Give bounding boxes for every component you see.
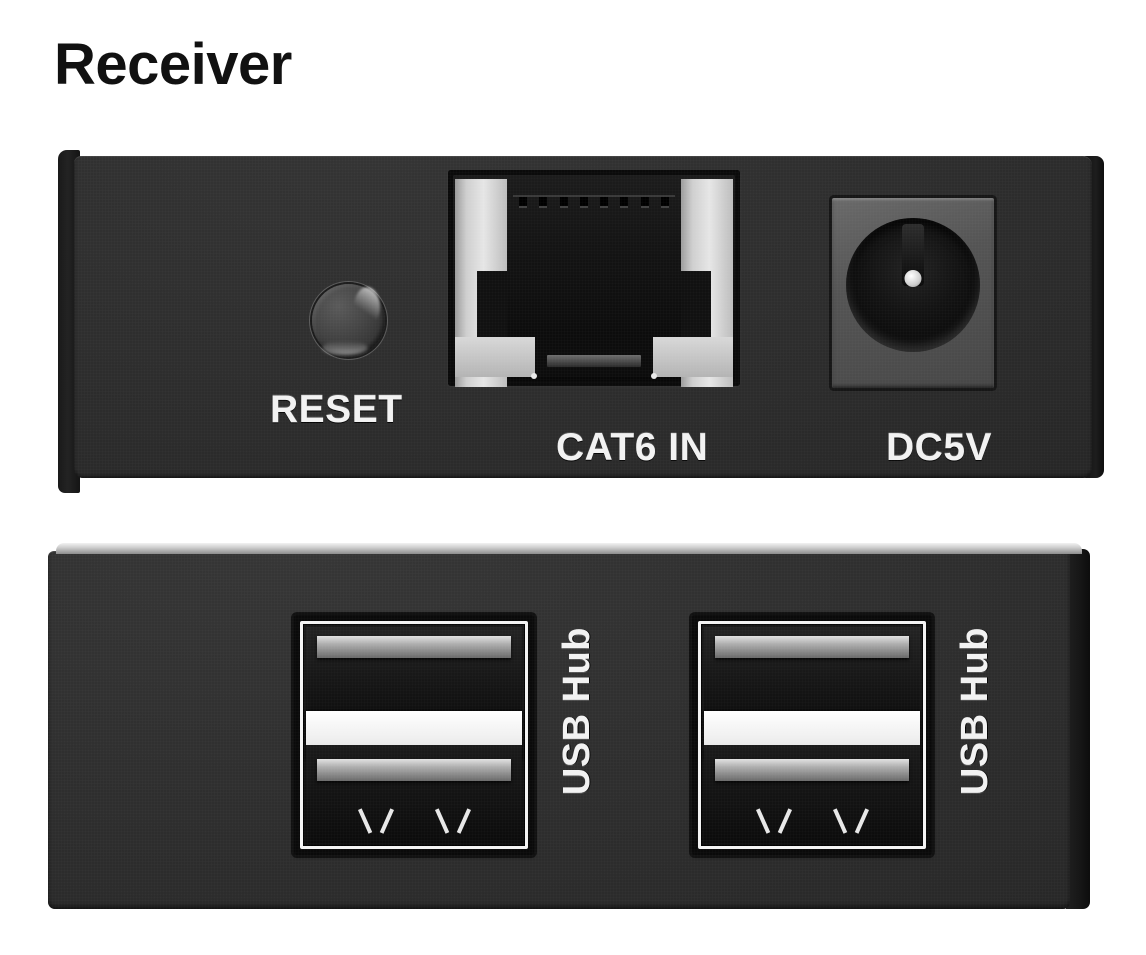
rj45-pin-bar — [513, 195, 675, 197]
usb-lower-slot-2[interactable] — [704, 745, 920, 843]
front-panel-face: USB Hub USB Hub — [48, 551, 1070, 909]
usb-hub-label-1: USB Hub — [556, 627, 598, 796]
usb-hub-port-2[interactable] — [692, 615, 932, 855]
usb-clip-right-1 — [433, 810, 473, 834]
reset-label: RESET — [270, 388, 403, 431]
dc5v-power-jack[interactable] — [832, 198, 994, 388]
cat6-in-label: CAT6 IN — [556, 426, 709, 469]
rj45-contact-pins — [519, 197, 669, 208]
reset-button[interactable] — [312, 284, 385, 357]
dc5v-label: DC5V — [886, 426, 993, 469]
usb-tongue-lower-2 — [715, 759, 909, 781]
dc-jack-center-pin — [904, 270, 922, 288]
usb-tongue-lower-1 — [317, 759, 511, 781]
usb-metal-frame-2 — [698, 621, 926, 849]
rj45-latch-bar — [547, 355, 641, 367]
receiver-rear-panel: RESET CAT6 IN DC5V — [58, 148, 1104, 493]
rj45-solder-dot-right — [651, 373, 657, 379]
front-panel-top-edge-highlight — [56, 543, 1082, 554]
usb-clip-left-1 — [356, 810, 396, 834]
rj45-solder-dot-left — [531, 373, 537, 379]
usb-hub-label-2: USB Hub — [954, 627, 996, 796]
usb-spring-clips-1 — [303, 810, 525, 836]
usb-upper-slot-2[interactable] — [704, 627, 920, 725]
usb-lower-slot-1[interactable] — [306, 745, 522, 843]
receiver-front-panel: USB Hub USB Hub — [48, 543, 1090, 917]
usb-metal-frame-1 — [300, 621, 528, 849]
usb-spring-clips-2 — [701, 810, 923, 836]
usb-clip-right-2 — [831, 810, 871, 834]
usb-tongue-upper-1 — [317, 636, 511, 658]
dc-jack-barrel-recess — [846, 218, 980, 353]
rear-panel-face: RESET CAT6 IN DC5V — [74, 156, 1092, 478]
usb-upper-slot-1[interactable] — [306, 627, 522, 725]
usb-hub-port-1[interactable] — [294, 615, 534, 855]
usb-tongue-upper-2 — [715, 636, 909, 658]
cat6-in-port[interactable] — [448, 170, 740, 387]
usb-clip-left-2 — [754, 810, 794, 834]
rj45-shield — [453, 175, 735, 387]
page-title: Receiver — [54, 32, 292, 97]
front-chassis-right-side-face — [1066, 549, 1090, 909]
